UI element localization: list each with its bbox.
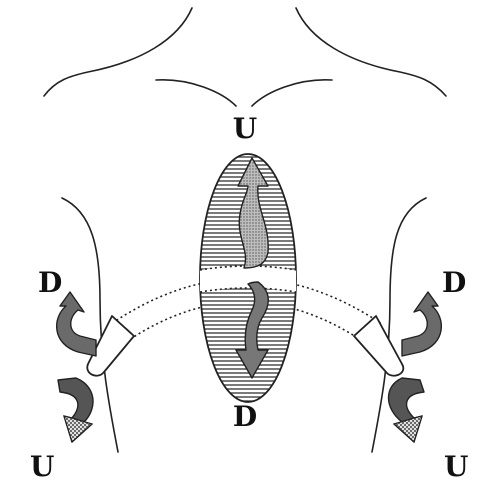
right-tube-end [354, 316, 403, 376]
label-bottom-center: D [233, 400, 257, 433]
label-right-top: D [442, 266, 466, 299]
label-right-bottom: U [444, 450, 468, 483]
neck-right-line [296, 8, 446, 96]
label-left-bottom: U [30, 450, 54, 483]
right-bottom-curved-arrow-icon [389, 378, 425, 442]
clavicle-right-line [252, 80, 332, 106]
neck-left-line [44, 8, 192, 96]
left-top-curved-arrow-icon [57, 292, 96, 356]
right-top-curved-arrow-icon [402, 292, 441, 356]
clavicle-left-line [156, 80, 236, 106]
left-bottom-curved-arrow-icon [58, 378, 93, 442]
label-top-center: U [233, 112, 257, 145]
label-left-top: D [38, 266, 62, 299]
